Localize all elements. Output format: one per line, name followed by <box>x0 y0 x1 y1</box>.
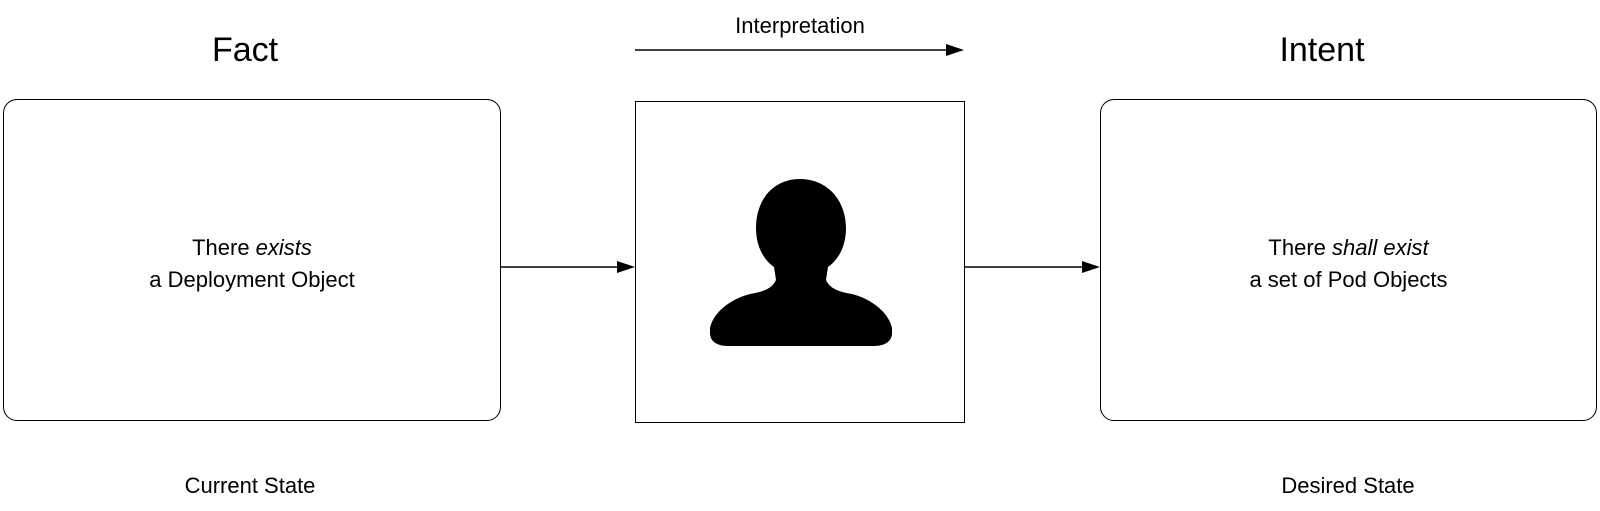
fact-heading: Fact <box>211 31 279 69</box>
fact-box-text: There exists a Deployment Object <box>4 232 500 296</box>
fact-emphasis: exists <box>255 235 312 260</box>
intent-box-text: There shall exist a set of Pod Objects <box>1101 232 1596 296</box>
intent-line-1: There shall exist <box>1268 235 1429 260</box>
intent-caption: Desired State <box>1281 473 1415 498</box>
fact-line-1: There exists <box>192 235 312 260</box>
intent-heading: Intent <box>1279 31 1365 69</box>
interpreter-to-intent-arrow <box>965 261 1100 273</box>
intent-line-2: a set of Pod Objects <box>1249 267 1448 292</box>
interpretation-label: Interpretation <box>735 13 865 38</box>
fact-line-2: a Deployment Object <box>149 267 355 292</box>
interpretation-arrow <box>635 44 964 56</box>
intent-box: There shall exist a set of Pod Objects <box>1100 99 1597 421</box>
fact-to-interpreter-arrow <box>501 261 635 273</box>
user-silhouette-icon <box>710 179 892 346</box>
intent-emphasis: shall exist <box>1332 235 1429 260</box>
fact-caption: Current State <box>184 473 316 498</box>
interpreter-box <box>635 101 965 423</box>
fact-box: There exists a Deployment Object <box>3 99 501 421</box>
